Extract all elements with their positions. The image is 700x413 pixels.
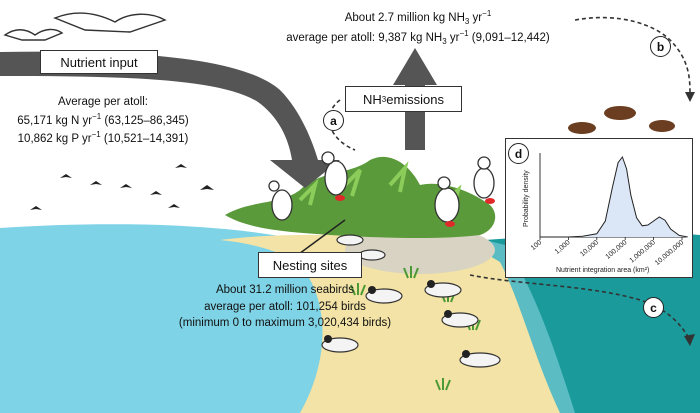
vegetation-canopy	[225, 156, 496, 239]
badge-c: c	[643, 297, 664, 318]
badge-a: a	[323, 110, 344, 131]
tern-caps	[324, 280, 470, 358]
phosphorus-input-value: 10,862 kg P yr−1 (10,521–14,391)	[17, 130, 189, 145]
seabird-range: (minimum 0 to maximum 3,020,434 birds)	[178, 317, 392, 330]
x-axis-label: Nutrient integration area (km²)	[556, 267, 649, 274]
x-tick-label: 1,000	[554, 239, 572, 256]
sand-beach	[220, 234, 560, 413]
x-tick-label: 100,000	[605, 239, 629, 261]
nitrogen-input-value: 65,171 kg N yr−1 (63,125–86,345)	[17, 111, 189, 127]
x-tick-label: 10,000,000	[654, 239, 685, 267]
flying-gulls	[3, 12, 167, 41]
nutrient-input-label: Nutrient input	[40, 50, 158, 74]
x-tick-label: 1,000,000	[629, 239, 657, 264]
seabird-stats: About 31.2 million seabirds average per …	[160, 282, 410, 332]
nh3-emissions-suffix: emissions	[386, 91, 445, 107]
dashed-arrow-b	[574, 16, 691, 96]
x-tick-label: 10,000	[579, 239, 600, 258]
vegetation-highlights	[298, 161, 462, 213]
emission-average: average per atoll: 9,387 kg NH3 yr−1 (9,…	[286, 28, 550, 46]
grass-tufts	[350, 266, 481, 391]
seabird-total: About 31.2 million seabirds	[215, 284, 355, 296]
y-axis-label: Probability density	[523, 170, 530, 227]
emission-total: About 2.7 million kg NH3 yr−1	[344, 9, 492, 27]
density-line	[540, 155, 688, 238]
emission-stats: About 2.7 million kg NH3 yr−1 average pe…	[258, 8, 578, 47]
density-chart: Probability density Nutrient integration…	[523, 153, 688, 274]
nh3-emissions-sub: 3	[381, 94, 387, 104]
flying-birds-right	[568, 106, 675, 134]
seabird-average: average per atoll: 101,254 birds	[204, 300, 366, 313]
nutrient-input-arrow	[0, 51, 340, 189]
badge-b: b	[650, 36, 671, 57]
nesting-boobies	[268, 151, 495, 223]
nesting-sites-label: Nesting sites	[258, 252, 362, 278]
nutrient-stats: Average per atoll: 65,171 kg N yr−1 (63,…	[3, 94, 203, 148]
flying-birds-left	[30, 164, 214, 210]
badge-d: d	[508, 143, 529, 164]
nesting-ground	[345, 226, 495, 274]
nh3-emissions-prefix: NH	[362, 91, 382, 107]
density-area	[540, 157, 688, 237]
density-chart-panel: d Probability density Nutrient integrati…	[505, 138, 693, 278]
dashed-arrow-c	[469, 274, 691, 341]
nutrient-stats-heading: Average per atoll:	[58, 96, 148, 108]
x-tick-label: 100	[530, 239, 544, 252]
booby-feet	[335, 195, 495, 227]
